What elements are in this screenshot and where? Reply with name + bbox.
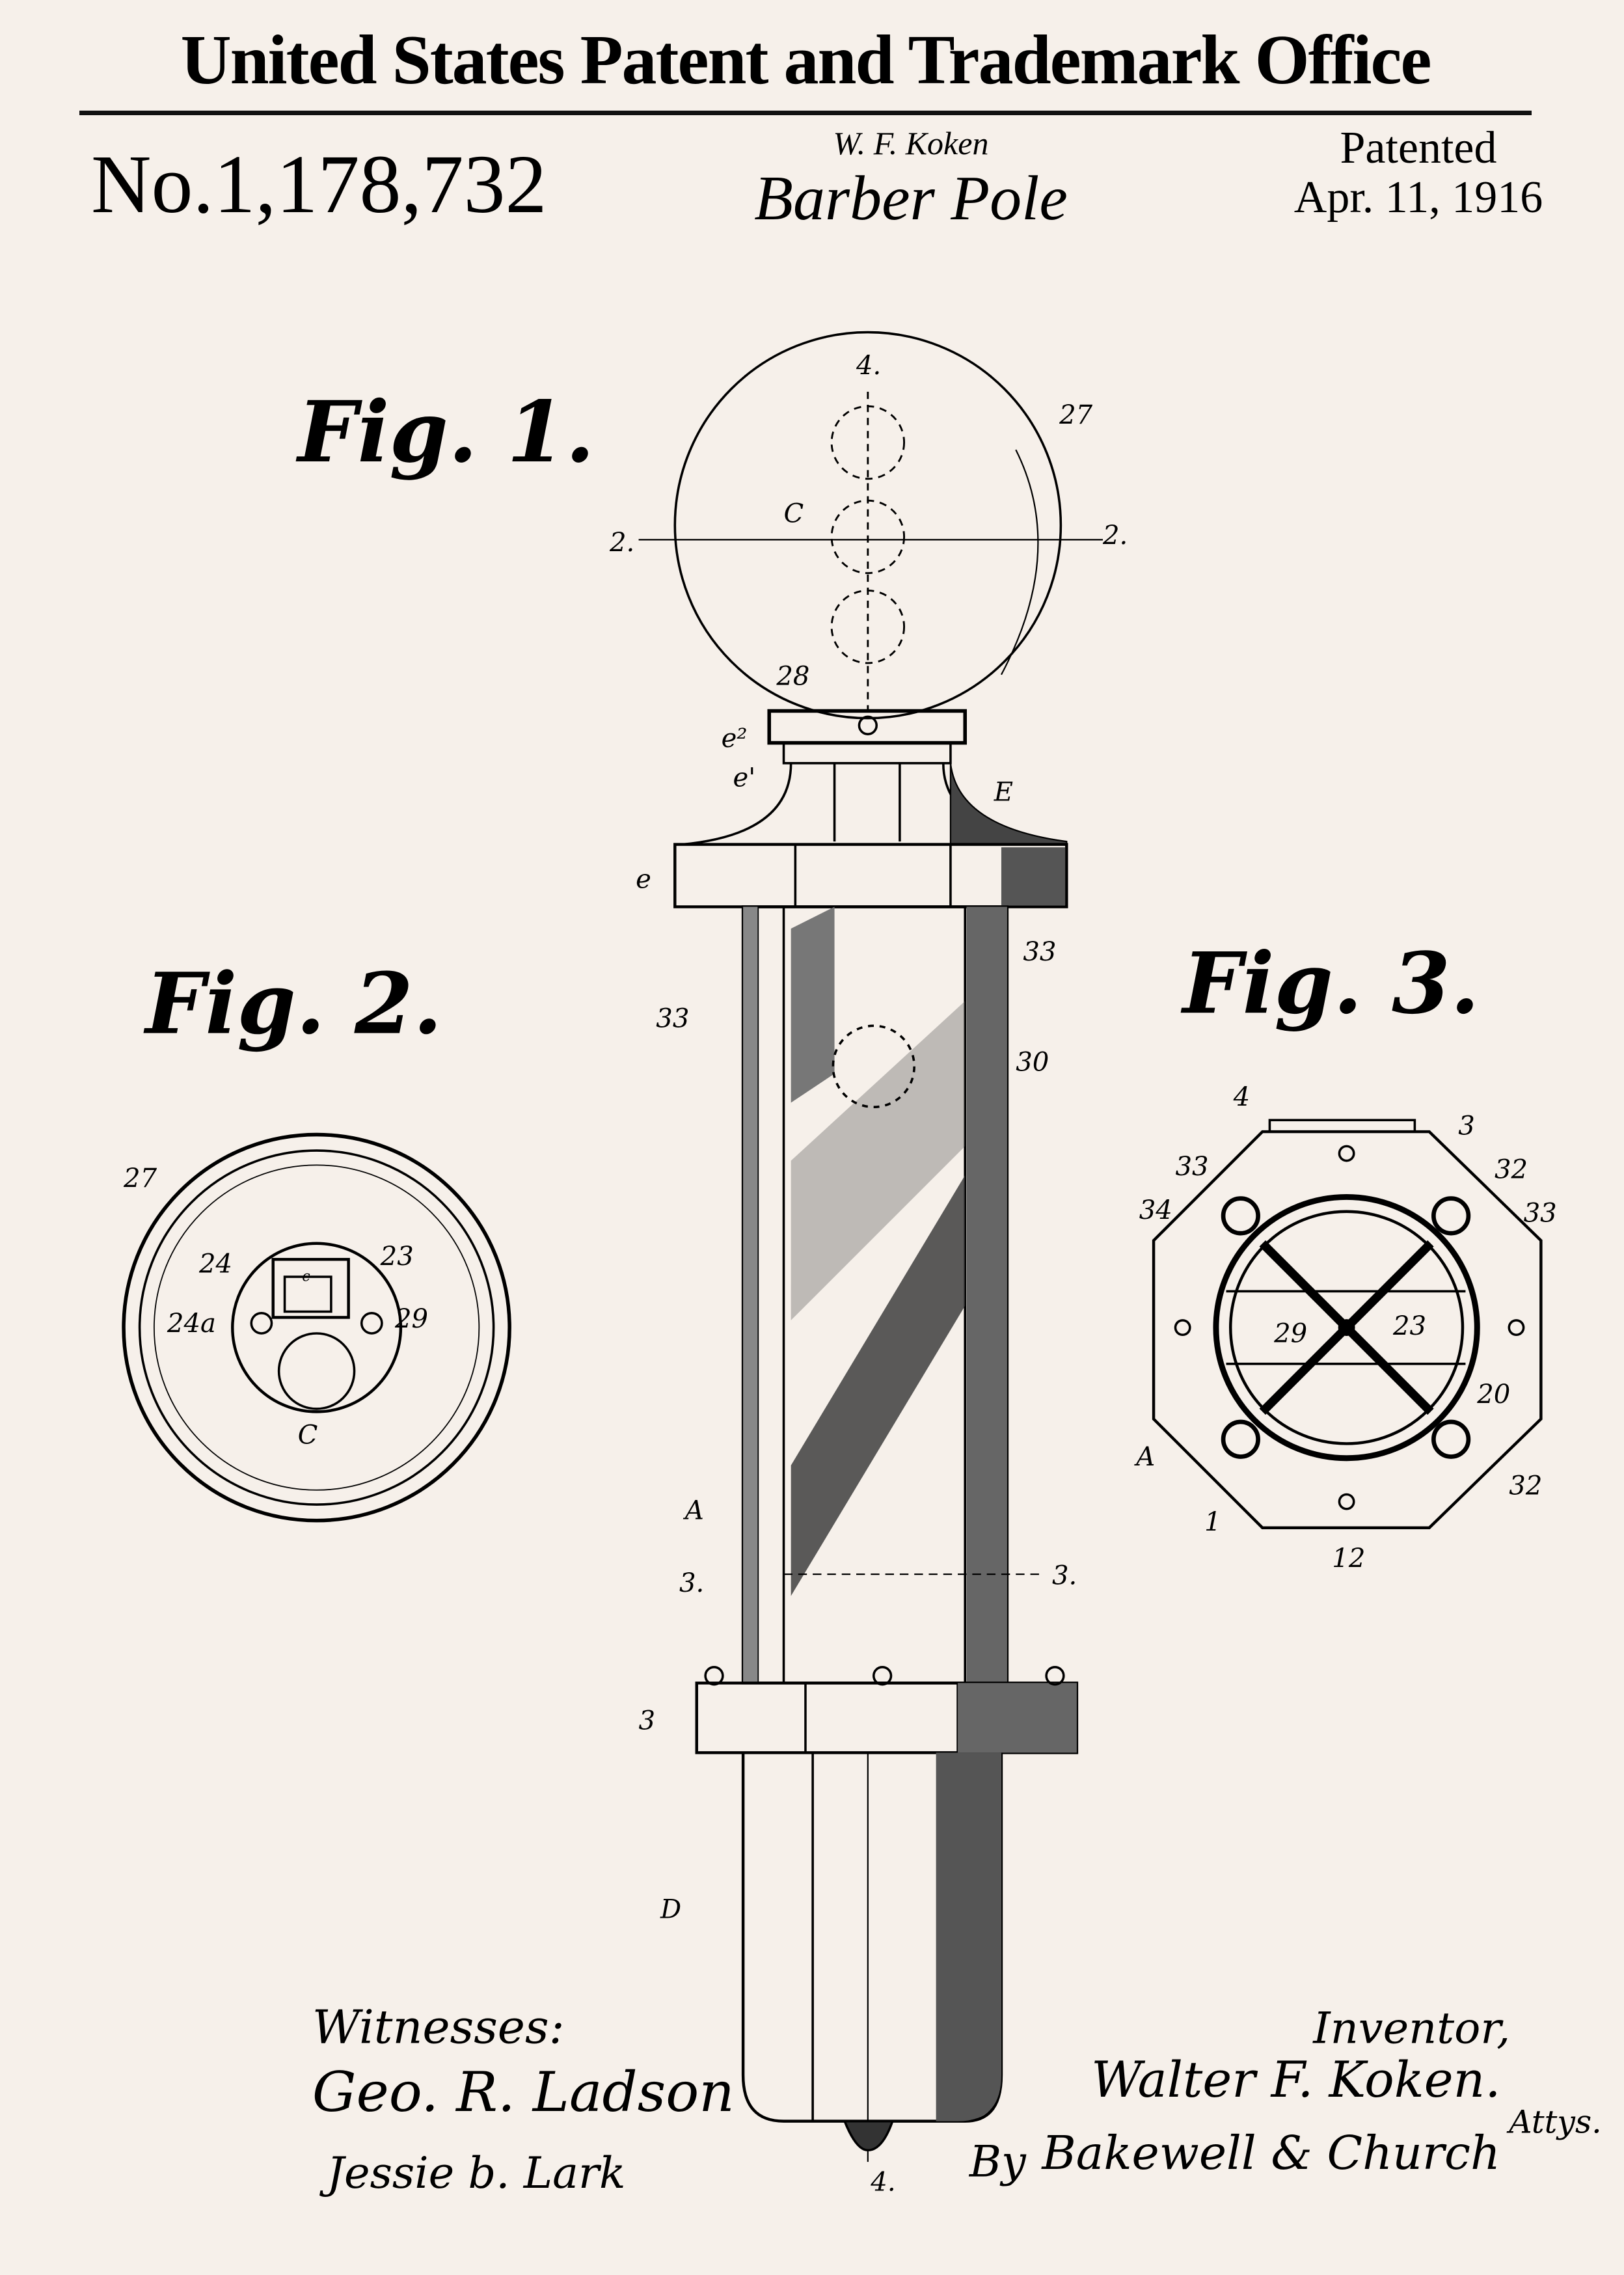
svg-text:33: 33 [1524, 1198, 1557, 1228]
svg-text:32: 32 [1495, 1154, 1528, 1184]
svg-text:23: 23 [1392, 1311, 1426, 1341]
svg-text:30: 30 [1016, 1047, 1049, 1077]
lamps [830, 391, 906, 711]
svg-text:29: 29 [1273, 1318, 1307, 1348]
svg-text:33: 33 [1176, 1152, 1209, 1182]
svg-text:E: E [994, 778, 1013, 808]
fig1-title: Fig. 1. [295, 383, 595, 482]
attorney-signature: Bakewell & Church [1040, 2126, 1500, 2180]
svg-text:3.: 3. [679, 1568, 704, 1598]
stripes [791, 906, 966, 1596]
inventor-label: Inventor, [1312, 2002, 1510, 2053]
fig2-title: Fig. 2. [143, 955, 442, 1053]
patented-date: Apr. 11, 1916 [1293, 172, 1543, 223]
svg-text:e²: e² [722, 724, 748, 754]
fig1-labels: 4. 27 C 2. 2. 28 e² e' E e 33 33 30 A 3.… [609, 351, 1128, 2197]
svg-text:A: A [1133, 1442, 1155, 1472]
svg-text:4.: 4. [856, 351, 881, 381]
svg-text:C: C [298, 1420, 318, 1450]
svg-text:23: 23 [380, 1242, 414, 1272]
svg-text:20: 20 [1476, 1380, 1510, 1410]
title-rule [79, 111, 1532, 115]
svg-text:e: e [636, 865, 651, 895]
inventor-signature: Walter F. Koken. [1091, 2051, 1500, 2108]
signatures: Witnesses: Geo. R. Ladson Jessie b. Lark… [312, 2000, 1602, 2198]
patent-date-block: Patented Apr. 11, 1916 [1236, 124, 1601, 223]
svg-text:28: 28 [776, 661, 809, 691]
fig2-labels: 27 24 23 24a 29 C c [123, 1164, 428, 1451]
witnesses-label: Witnesses: [312, 2000, 565, 2054]
figure-2-bottom-view: Fig. 2. 27 24 23 24a 29 C c [122, 955, 511, 1523]
svg-text:4.: 4. [870, 2168, 895, 2198]
svg-text:3: 3 [639, 1706, 656, 1736]
svg-text:32: 32 [1509, 1471, 1542, 1501]
svg-text:A: A [683, 1495, 704, 1525]
svg-text:33: 33 [656, 1004, 689, 1034]
svg-text:2.: 2. [1102, 521, 1128, 551]
witness-2-signature: Jessie b. Lark [319, 2147, 625, 2198]
patented-label: Patented [1340, 123, 1497, 173]
figure-3-section-view: Fig. 3. 4 3 33 32 34 33 29 23 20 A 32 1 … [1133, 934, 1556, 1573]
svg-text:27: 27 [1059, 400, 1093, 430]
fig3-title: Fig. 3. [1180, 934, 1480, 1033]
patent-title: Barber Pole [754, 163, 1068, 234]
office-title: United States Patent and Trademark Offic… [180, 21, 1432, 99]
svg-text:3: 3 [1458, 1111, 1475, 1141]
inventor-name: W. F. Koken [833, 125, 989, 161]
svg-text:c: c [302, 1268, 310, 1285]
svg-text:33: 33 [1023, 937, 1056, 967]
svg-text:4: 4 [1233, 1082, 1251, 1112]
svg-text:24a: 24a [167, 1309, 216, 1339]
svg-text:C: C [784, 499, 804, 529]
svg-text:34: 34 [1139, 1195, 1172, 1225]
svg-text:24: 24 [198, 1249, 232, 1279]
attys-label: Attys. [1506, 2103, 1601, 2141]
fig3-labels: 4 3 33 32 34 33 29 23 20 A 32 1 12 [1133, 1082, 1556, 1573]
svg-text:27: 27 [123, 1164, 157, 1193]
figure-1-barber-pole: Fig. 1. [295, 331, 1128, 2198]
svg-text:e': e' [733, 763, 755, 793]
witness-1-signature: Geo. R. Ladson [312, 2060, 735, 2124]
svg-text:D: D [660, 1895, 681, 1925]
by-label: By [968, 2136, 1027, 2186]
svg-text:2.: 2. [609, 528, 634, 558]
svg-text:3.: 3. [1052, 1561, 1077, 1591]
globe [673, 331, 1062, 720]
svg-text:12: 12 [1332, 1544, 1365, 1573]
svg-text:29: 29 [394, 1304, 428, 1334]
patent-number: No.1,178,732 [91, 138, 547, 230]
svg-text:1: 1 [1204, 1507, 1221, 1537]
